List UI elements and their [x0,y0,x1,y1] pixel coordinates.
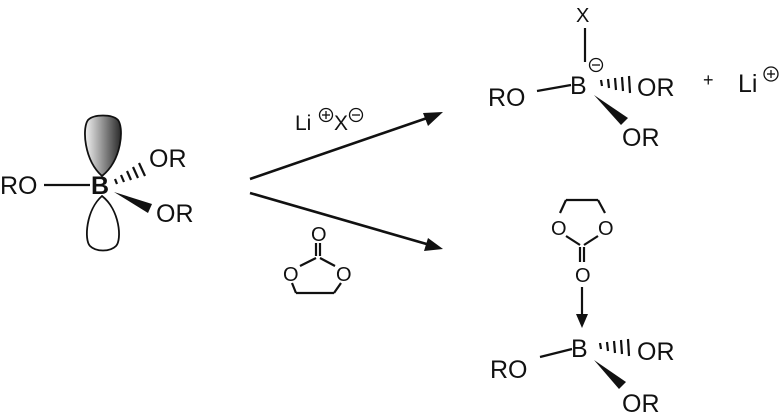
ro-left-label: RO [490,356,528,384]
positive-charge-icon [763,66,779,82]
p-orbital-lower-lobe [86,194,120,252]
li-label: Li [295,112,311,135]
bond-ro-b [539,347,573,359]
boron-label: B [571,335,588,363]
ring-o-right-label: O [336,264,352,286]
ring-o-left-label: O [551,218,567,240]
or-right-label: OR [637,74,675,102]
boron-label: B [91,172,109,200]
ring-o-left-label: O [283,264,299,286]
bond-ch2-o-right [333,282,342,294]
bond-o-ch2-left [290,282,298,294]
coordinating-o-label: O [575,265,591,287]
li-label: Li [738,70,757,98]
or-bottom-label: OR [622,390,660,416]
reagent-ethylene-carbonate: O O O [283,224,352,295]
x-label: X [576,5,589,27]
product-lithium-cation: + Li [703,66,779,98]
boron-label: B [570,72,587,100]
negative-charge-icon [588,57,604,73]
p-orbital-upper-lobe [84,114,122,178]
bond-ch2-o-right [597,199,606,214]
ro-left-label: RO [0,172,38,200]
reaction-arrow-top [249,112,443,181]
bond-c-o-right [319,257,336,267]
positive-charge-icon [318,107,334,123]
wedge-bond-b-or [594,360,626,389]
or-top-label: OR [149,145,187,173]
wedge-bond-b-or [594,95,628,125]
negative-charge-icon [348,107,364,123]
bond-ch2-o-left [559,199,567,214]
bond-o-c-right [583,235,599,246]
ro-left-label: RO [488,84,526,112]
or-bottom-label: OR [156,200,194,228]
product-ec-borate-adduct: O O O B OR OR RO [490,198,675,416]
or-bottom-label: OR [622,124,660,152]
ring-o-right-label: O [598,218,614,240]
reactant-borate: B OR OR RO [0,114,194,252]
reaction-arrow-bottom [249,191,443,251]
wedge-bond-b-or [114,192,152,213]
x-label: X [334,112,348,135]
hashed-bond-b-or [113,162,146,185]
bond-ro-b [536,83,572,93]
hashed-bond-b-or [599,75,632,94]
carbonyl-o-label: O [311,224,327,246]
reagent-lithium-salt: Li X [295,107,364,135]
plus-sign: + [703,70,714,90]
or-right-label: OR [637,338,675,366]
bond-o-c-left [565,235,581,246]
bond-c-o-left [299,257,317,267]
dative-bond-arrow [576,287,588,328]
hashed-bond-b-or [598,338,631,357]
product-borate-anion: X B OR OR RO [488,5,675,152]
